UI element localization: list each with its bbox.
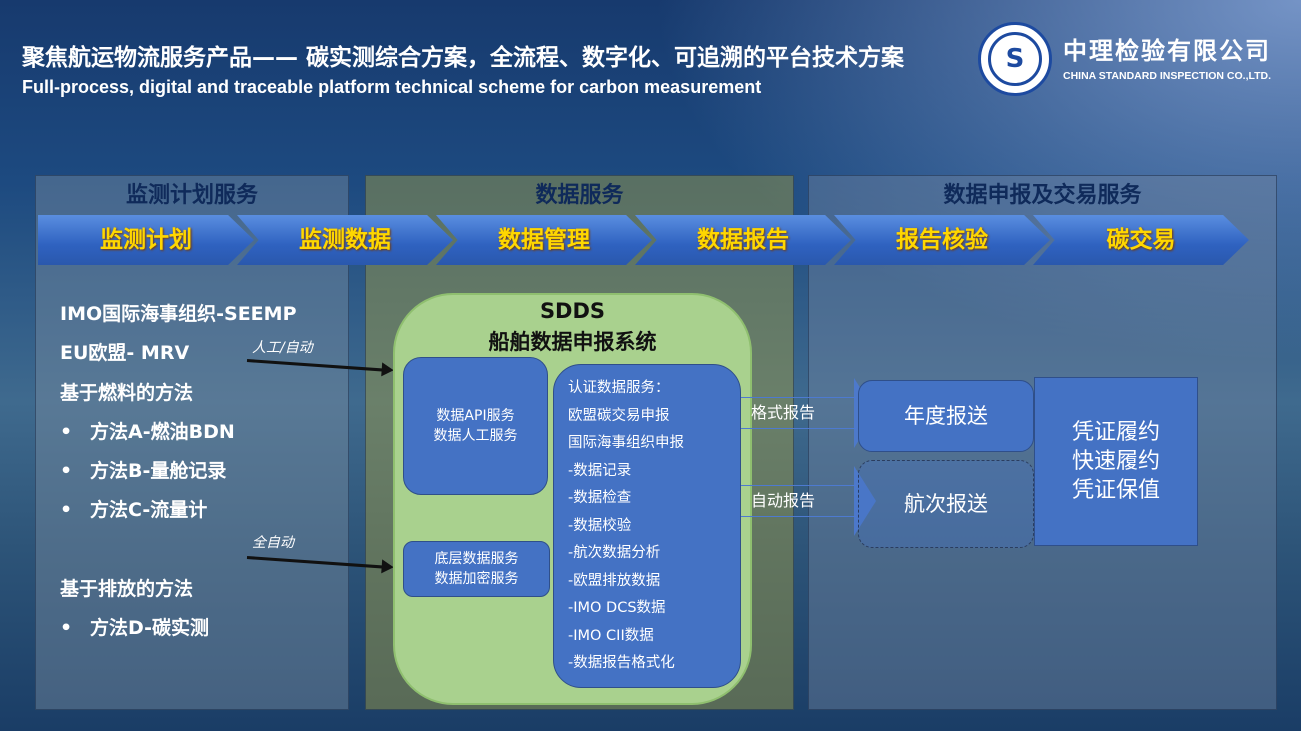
panel-heading: 数据服务 [535,183,624,208]
list-item: 欧盟碳交易申报 [568,407,670,424]
list-item: -航次数据分析 [568,545,661,561]
annual-report-box: 年度报送 [858,380,1034,452]
sdds-subtitle: 船舶数据申报系统 [488,330,657,354]
box-text: 数据API服务 [436,408,515,424]
list-item: •方法D-碳实测 [60,617,210,639]
list-item: -IMO DCS数据 [568,600,666,616]
step-chevron: 数据报告 [635,215,851,265]
box-text: 底层数据服务 [434,551,519,567]
certified-data-service-box: 认证数据服务： 欧盟碳交易申报 国际海事组织申报 -数据记录 -数据检查 -数据… [553,364,741,688]
box-text: 数据加密服务 [434,571,519,587]
step-chevron: 报告核验 [834,215,1050,265]
title-cn: 聚焦航运物流服务产品—— 碳实测综合方案，全流程、数字化、可追溯的平台技术方案 [22,45,905,71]
bullet-icon: • [60,617,73,639]
list-item: 认证数据服务： [568,380,670,396]
panel-heading: 监测计划服务 [125,183,258,208]
list-item: -数据记录 [568,462,632,479]
api-service-box: 数据API服务数据人工服务 [403,357,548,495]
fulfillment-box: 凭证履约 快速履约 凭证保值 [1034,377,1198,546]
list-item: -数据检查 [568,490,632,506]
list-item: •方法C-流量计 [60,499,208,521]
step-chevron: 监测数据 [237,215,453,265]
box-text: 快速履约 [1071,449,1160,474]
bullet-icon: • [60,421,73,443]
list-item: -欧盟排放数据 [568,572,661,589]
voyage-report-box: 航次报送 [858,460,1034,548]
bullet-icon: • [60,460,73,482]
logo-emblem: S [988,32,1042,86]
bullet-icon: • [60,499,73,521]
list-item: -IMO CII数据 [568,627,654,644]
list-item: -数据校验 [568,517,632,534]
list-item: 基于排放的方法 [60,578,194,600]
company-name-cn: 中理检验有限公司 [1063,37,1271,65]
box-text: 数据人工服务 [433,428,518,444]
list-item: -数据报告格式化 [568,655,675,671]
step-chevron: 碳交易 [1033,215,1249,265]
list-item: 基于燃料的方法 [60,382,194,404]
company-name-en: CHINA STANDARD INSPECTION CO.,LTD. [1063,70,1272,82]
sdds-title: SDDS [539,299,606,323]
list-item: 国际海事组织申报 [568,435,684,451]
panel-heading: 数据申报及交易服务 [943,183,1142,208]
title-en: Full-process, digital and traceable plat… [22,77,762,97]
list-item: EU欧盟- MRV [60,342,190,364]
box-text: 凭证履约 [1071,420,1160,445]
list-item: •方法B-量舱记录 [60,460,227,482]
box-text: 凭证保值 [1071,478,1160,503]
step-chevron: 监测计划 [38,215,254,265]
list-item: •方法A-燃油BDN [60,421,235,443]
step-chevron: 数据管理 [436,215,652,265]
format-report-label: 格式报告 [751,403,816,422]
list-item: IMO国际海事组织-SEEMP [60,303,297,325]
arrow-label-manual-auto: 人工/自动 [252,340,313,356]
hollow-arrow-icon [741,466,876,536]
base-service-box: 底层数据服务数据加密服务 [403,541,550,597]
arrow-label-full-auto: 全自动 [252,535,294,551]
auto-report-label: 自动报告 [751,491,816,510]
company-logo: S [978,22,1052,96]
